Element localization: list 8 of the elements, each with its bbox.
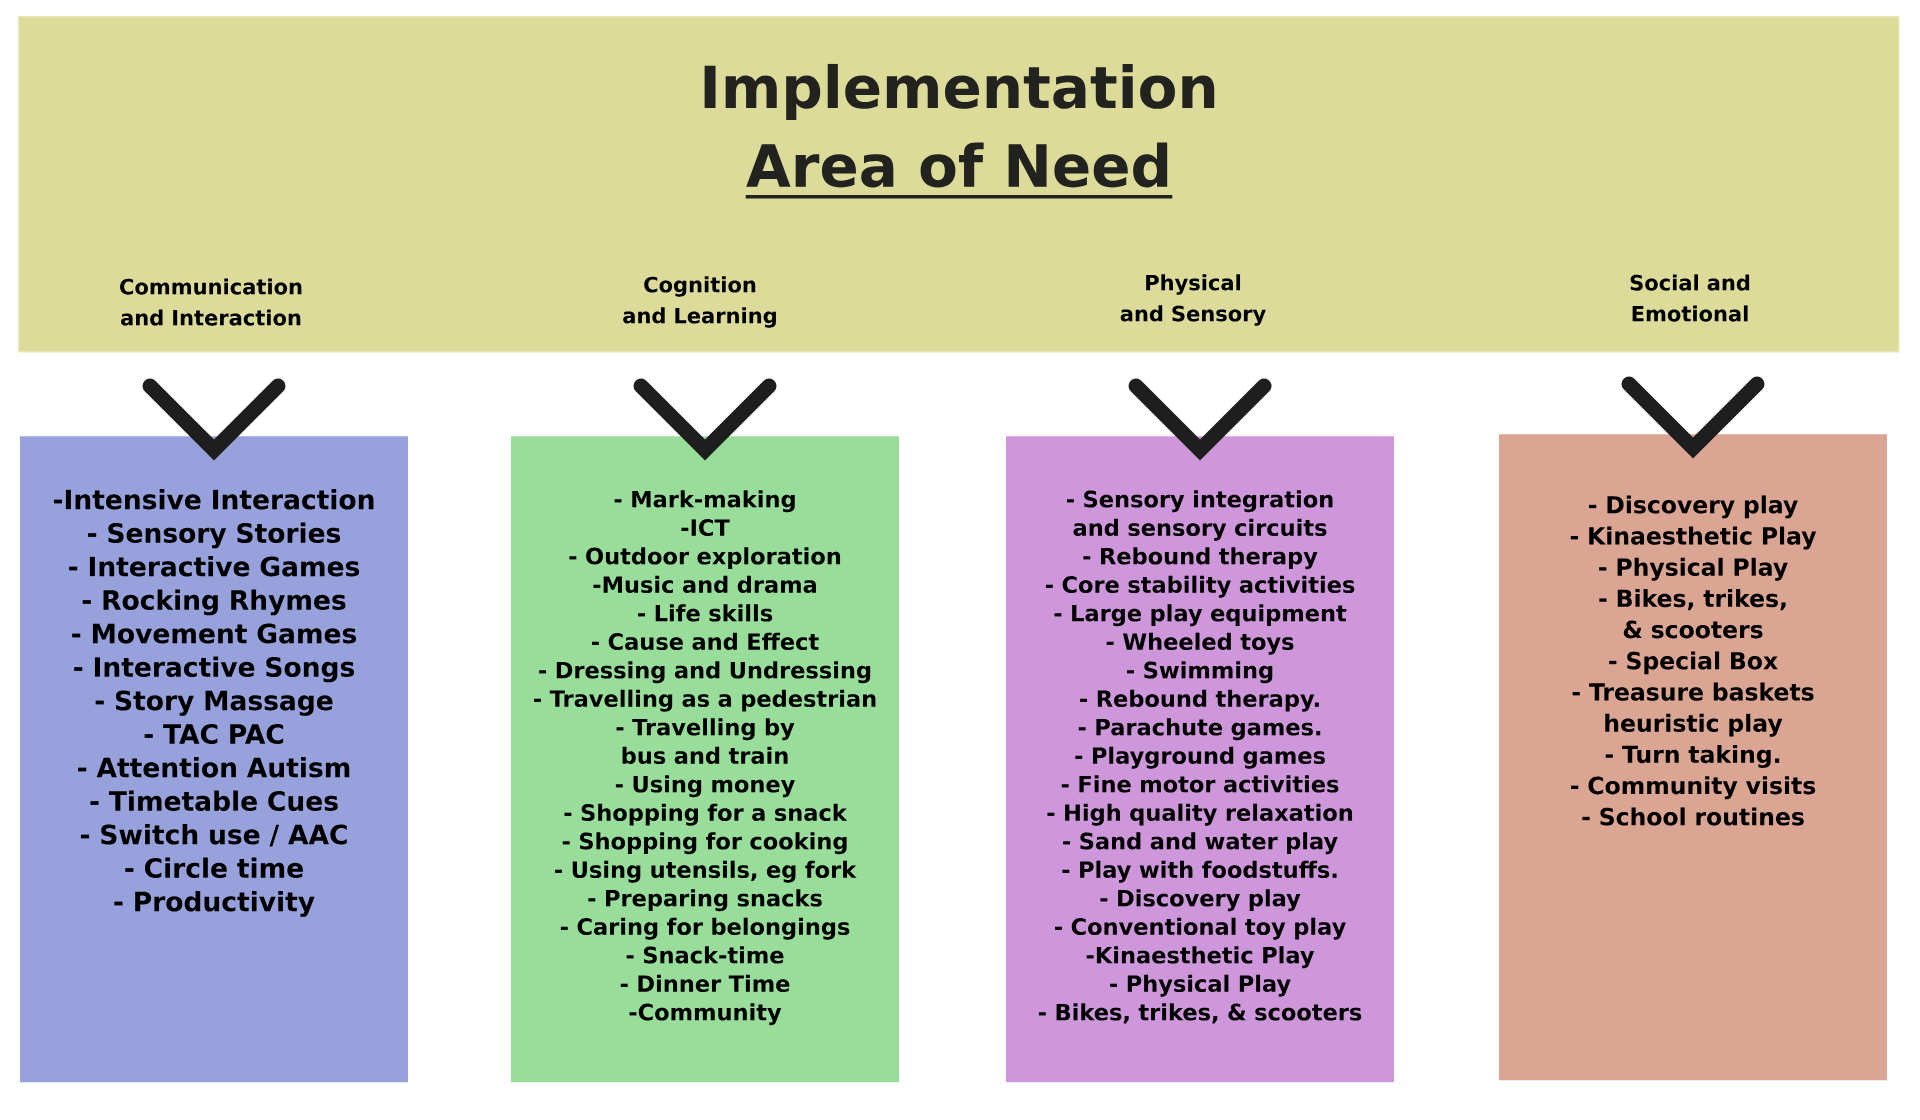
column-heading: Social and Emotional: [1630, 274, 1750, 322]
column-heading: Cognition and Learning: [623, 276, 776, 328]
column-heading: Communication and Interaction: [120, 278, 302, 326]
list-box: -Intensive Interaction - Sensory Stories - Interactive Games - Rocking Rhymes - Movement Games - Interactive Songs - Story Massage - TAC PAC - Attention Autism - Timetable Cues - Switch use / AAC - Circle time - Productivity: [20, 436, 408, 1083]
column-heading: Physical and Sensory: [1120, 274, 1266, 326]
list-box: - Mark-making -ICT - Outdoor exploration -Music and drama - Life skills - Cause and Effect - Dressing and Undressing - Travelling as a pedestrian - Travelling by bus and train - Using money - Shopping for a snack - Shopping for cooking - Using utensils, eg fork - Preparing snacks - Caring for belongings - Snack-time - Dinner Time -Community: [511, 436, 899, 1083]
list-box: - Sensory integration and sensory circuits - Rebound therapy - Core stability activities - Large play equipment - Wheeled toys - Swimming - Rebound therapy. - Parachute games. - Playground games - Fine motor activities - High quality relaxation - Sand and water play - Play with foodstuffs. - Discovery play - Conventional toy play -Kinaesthetic Play - Physical Play - Bikes, trikes, & scooters: [1006, 436, 1394, 1083]
list-box: - Discovery play - Kinaesthetic Play - Physical Play - Bikes, trikes, & scooters - Special Box - Treasure baskets heuristic play - Turn taking. - Community visits - School routines: [1499, 434, 1887, 1081]
